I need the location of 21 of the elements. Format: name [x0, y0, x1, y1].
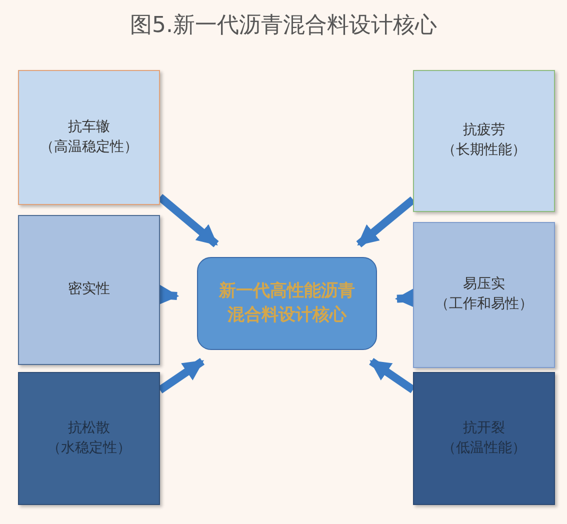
property-label: 抗开裂: [462, 418, 506, 438]
property-box: [18, 372, 160, 505]
core-label: 新一代高性能沥青混合料设计核心: [218, 280, 356, 326]
property-note: （长期性能）: [441, 141, 527, 160]
core-box: [197, 257, 377, 350]
property-note: （高温稳定性）: [39, 138, 139, 156]
property-note: （工作和易性）: [434, 295, 534, 314]
property-box: [413, 372, 555, 505]
property-note: （低温性能）: [441, 438, 527, 458]
property-box: [413, 222, 555, 368]
property-label: 抗车辙: [67, 118, 111, 137]
property-box: [18, 215, 160, 365]
property-box: [413, 70, 555, 212]
property-label: 密实性: [67, 280, 111, 300]
property-label: 易压实: [462, 275, 506, 294]
property-label: 抗松散: [67, 418, 111, 438]
property-label: 抗疲劳: [462, 121, 506, 140]
diagram-title: 图5.新一代沥青混合料设计核心: [129, 12, 438, 40]
property-box: [18, 70, 160, 205]
property-note: （水稳定性）: [46, 438, 132, 458]
arrow: [369, 358, 416, 394]
